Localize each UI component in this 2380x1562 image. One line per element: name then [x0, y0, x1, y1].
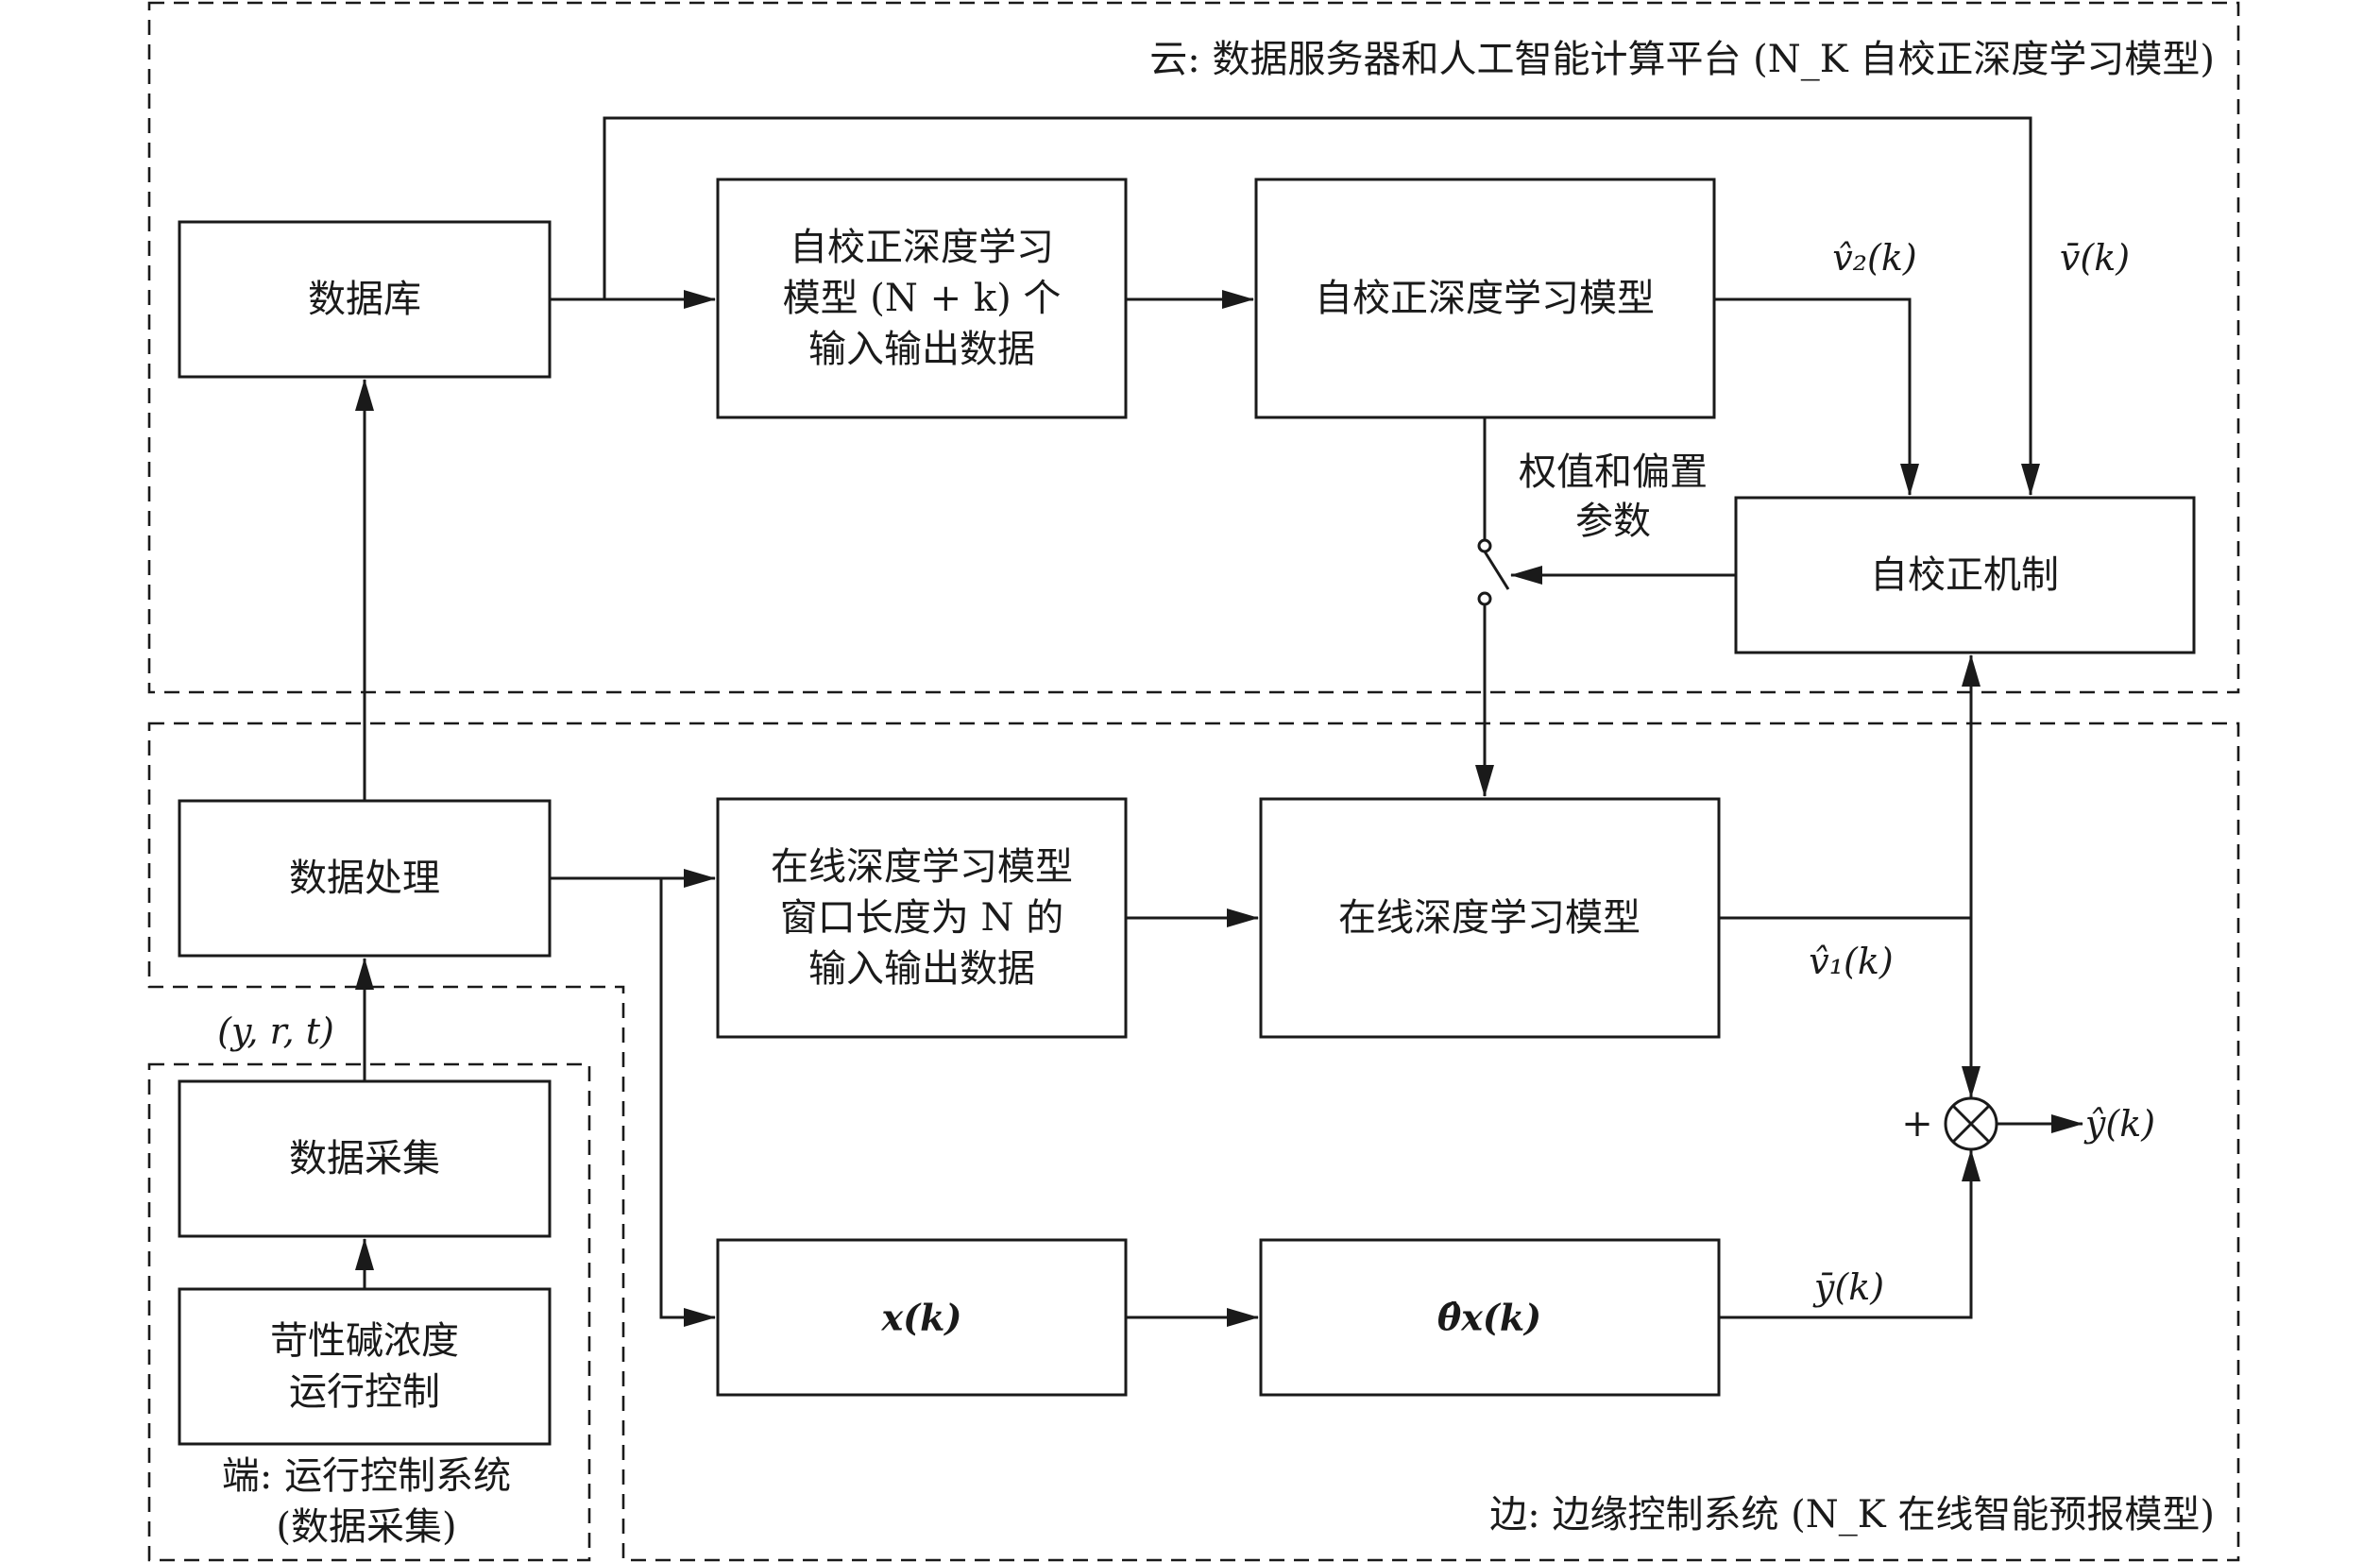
- y-bar-label: ȳ(k): [1812, 1266, 1884, 1308]
- self-correct-data-label-2: 模型 (N + k) 个: [783, 277, 1062, 320]
- switch-bottom-contact: [1477, 591, 1492, 606]
- online-data-label-1: 在线深度学习模型: [771, 845, 1073, 889]
- data-acquisition-label: 数据采集: [289, 1137, 440, 1180]
- weights-label-2: 参数: [1575, 500, 1651, 543]
- edge-region-label: 边: 边缘控制系统 (N_K 在线智能预报模型): [1489, 1493, 2215, 1537]
- switch-top-contact: [1477, 538, 1492, 553]
- xk-label: x(k): [881, 1297, 962, 1339]
- operation-control-label-2: 运行控制: [289, 1370, 440, 1414]
- online-data-box: [716, 797, 1128, 1039]
- online-model-label: 在线深度学习模型: [1338, 896, 1640, 940]
- online-data-label-3: 输入输出数据: [808, 947, 1035, 991]
- summing-junction-cross-b: [1951, 1104, 1991, 1144]
- y-hat-output-label: ŷ(k): [2083, 1103, 2155, 1145]
- cloud-region: [147, 1, 2240, 694]
- database-label: 数据库: [308, 278, 421, 321]
- operation-control-box: [178, 1287, 552, 1446]
- v2-hat-label: v̂₂(k): [1832, 237, 1916, 279]
- data-processing-box: [178, 799, 552, 958]
- terminal-region: [147, 1062, 591, 1562]
- operation-control-label-1: 苛性碱浓度: [270, 1319, 459, 1363]
- wire-theta-to-sum: [1719, 1149, 1980, 1319]
- self-correct-mechanism-label: 自校正机制: [1870, 553, 2059, 597]
- terminal-region-label-2: (数据采集): [276, 1505, 456, 1549]
- v-bar-label: v̄(k): [2060, 237, 2130, 279]
- wire-self-model-to-mechanism: [1714, 297, 1919, 496]
- self-correct-mechanism-box: [1734, 496, 2196, 654]
- self-correct-model-box: [1254, 178, 1716, 419]
- online-model-box: [1259, 797, 1721, 1039]
- wire-database-top-bypass: [603, 116, 2040, 496]
- theta-xk-label: θ̂x(k): [1437, 1297, 1541, 1339]
- cloud-region-label: 云: 数据服务器和人工智能计算平台 (N_K 自校正深度学习模型): [1149, 38, 2215, 81]
- switch-blade: [1483, 551, 1510, 590]
- self-correct-model-label: 自校正深度学习模型: [1315, 277, 1655, 320]
- database-box: [178, 220, 552, 379]
- v1-hat-label: v̂₁(k): [1809, 941, 1893, 982]
- edge-region: [147, 722, 2240, 1562]
- self-correct-data-label-3: 输入输出数据: [808, 328, 1035, 371]
- data-processing-label: 数据处理: [289, 857, 440, 900]
- plus-sign: +: [1901, 1102, 1933, 1146]
- self-correct-data-box: [716, 178, 1128, 419]
- data-acquisition-box: [178, 1079, 552, 1238]
- terminal-region-label-1: 端: 运行控制系统: [222, 1454, 511, 1498]
- yrt-label: (y, r, t): [217, 1010, 334, 1052]
- weights-label-1: 权值和偏置: [1519, 450, 1708, 494]
- self-correct-data-label-1: 自校正深度学习: [790, 226, 1054, 269]
- online-data-label-2: 窗口长度为 N 的: [780, 896, 1063, 940]
- wire-processing-to-xk: [659, 878, 716, 1327]
